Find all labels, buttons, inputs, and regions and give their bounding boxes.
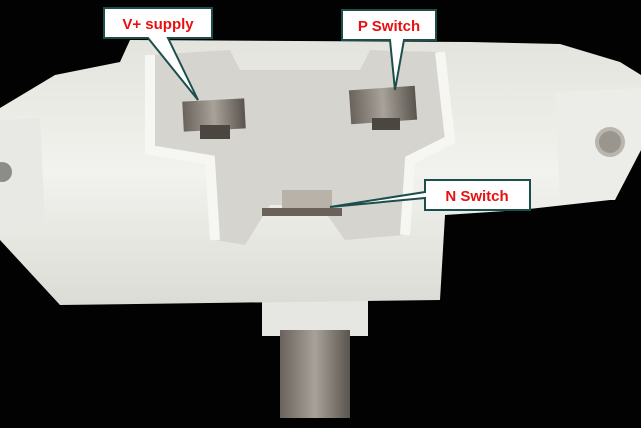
v-supply-terminal xyxy=(182,98,246,139)
left-mount-hole xyxy=(0,162,12,182)
cavity-wall-left xyxy=(145,55,220,241)
callout-label: V+ supply xyxy=(122,16,194,33)
p-switch-terminal xyxy=(348,85,418,130)
callout-n-switch: N Switch xyxy=(329,179,531,211)
callout-label: P Switch xyxy=(358,18,420,35)
n-switch-terminal xyxy=(262,190,342,216)
callout-p-switch: P Switch xyxy=(341,9,437,91)
right-mount-hole-inner xyxy=(599,131,621,153)
left-mount-ear xyxy=(0,118,45,238)
callout-label: N Switch xyxy=(445,188,508,205)
blade-terminal xyxy=(262,300,368,418)
callout-v-supply: V+ supply xyxy=(103,7,213,101)
